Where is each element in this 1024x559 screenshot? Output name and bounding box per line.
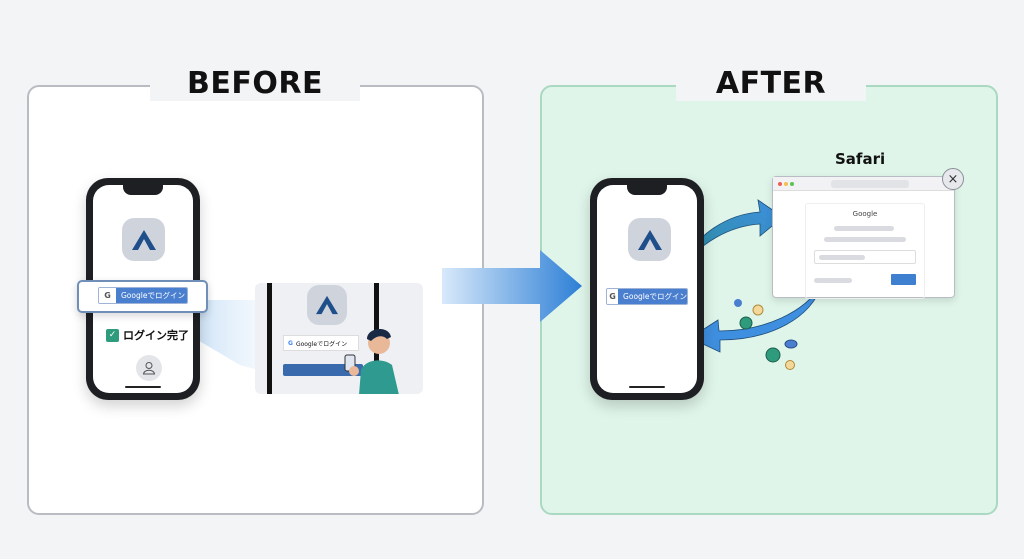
login-complete-status: ✓ ログイン完了 (106, 327, 189, 343)
google-g-icon: G (607, 289, 619, 304)
close-button[interactable]: × (942, 168, 964, 190)
token-coins (734, 299, 798, 370)
google-signin-card: Google (805, 203, 925, 299)
after-phone: G Googleでログイン (590, 178, 704, 400)
google-g-icon: G (99, 288, 116, 303)
safari-label: Safari (835, 150, 886, 168)
app-logo-icon (307, 285, 347, 325)
login-button-callout: G Googleでログイン (77, 280, 208, 313)
checkmark-icon: ✓ (106, 328, 119, 342)
user-avatar-icon (136, 355, 162, 381)
email-field[interactable] (814, 250, 916, 264)
after-title: AFTER (676, 66, 866, 101)
address-bar[interactable] (831, 180, 909, 188)
google-login-button[interactable]: G Googleでログイン (606, 288, 688, 305)
person-with-phone-icon (344, 328, 399, 394)
google-login-button[interactable]: G Googleでログイン (98, 287, 188, 304)
app-logo-icon (628, 218, 671, 261)
transition-arrow (442, 250, 582, 322)
safari-browser-window: Google (772, 176, 955, 299)
next-button[interactable] (891, 274, 916, 285)
app-logo-icon (122, 218, 165, 261)
before-title: BEFORE (150, 66, 360, 101)
browser-toolbar (773, 177, 954, 191)
